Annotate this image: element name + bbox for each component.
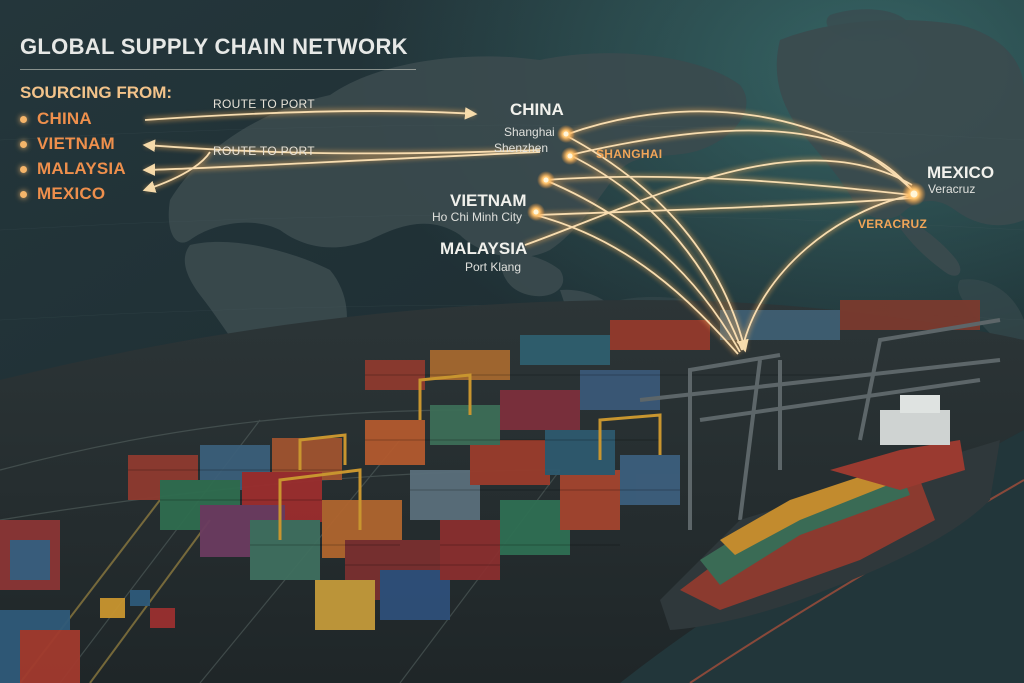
- sourcing-item-malaysia: MALAYSIA: [20, 159, 126, 179]
- cranes: [278, 373, 662, 540]
- port-tag-veracruz: VERACRUZ: [858, 217, 928, 231]
- sourcing-item-label: CHINA: [37, 109, 92, 128]
- map-label-mexico: MEXICO: [927, 163, 995, 182]
- map-label-shanghai: Shanghai: [504, 125, 555, 139]
- container-ship: [660, 395, 1000, 630]
- map-label-malaysia: MALAYSIA: [440, 239, 528, 258]
- map-label-vietnam: VIETNAM: [450, 191, 527, 210]
- route-nodes: [527, 125, 926, 221]
- route-arcs: [142, 107, 915, 356]
- sourcing-item-china: CHINA: [20, 109, 92, 129]
- map-label-port-klang: Port Klang: [465, 260, 522, 274]
- port-tag-shanghai: SHANGHAI: [596, 147, 663, 161]
- sourcing-item-label: VIETNAM: [37, 134, 115, 153]
- map-label-china: CHINA: [510, 100, 564, 119]
- sourcing-item-label: MEXICO: [37, 184, 106, 203]
- bullet-dot-icon: [20, 190, 27, 198]
- sourcing-heading: SOURCING FROM:: [20, 83, 173, 102]
- bullet-dot-icon: [20, 115, 27, 123]
- title-divider: [20, 69, 416, 70]
- container-stacks: [0, 300, 980, 683]
- sourcing-item-vietnam: VIETNAM: [20, 134, 115, 154]
- bullet-dot-icon: [20, 140, 27, 148]
- bullet-dot-icon: [20, 165, 27, 173]
- page-title: GLOBAL SUPPLY CHAIN NETWORK: [20, 34, 408, 59]
- sourcing-item-label: MALAYSIA: [37, 159, 126, 178]
- map-label-ho-chi-minh-city: Ho Chi Minh City: [432, 210, 523, 224]
- map-label-veracruz: Veracruz: [928, 182, 976, 196]
- map-label-shenzhen: Shenzhen: [494, 141, 549, 155]
- route-label-top: ROUTE TO PORT: [213, 97, 315, 111]
- sourcing-item-mexico: MEXICO: [20, 184, 105, 204]
- route-label-bottom: ROUTE TO PORT: [213, 144, 315, 158]
- ship-cranes: [639, 318, 1001, 530]
